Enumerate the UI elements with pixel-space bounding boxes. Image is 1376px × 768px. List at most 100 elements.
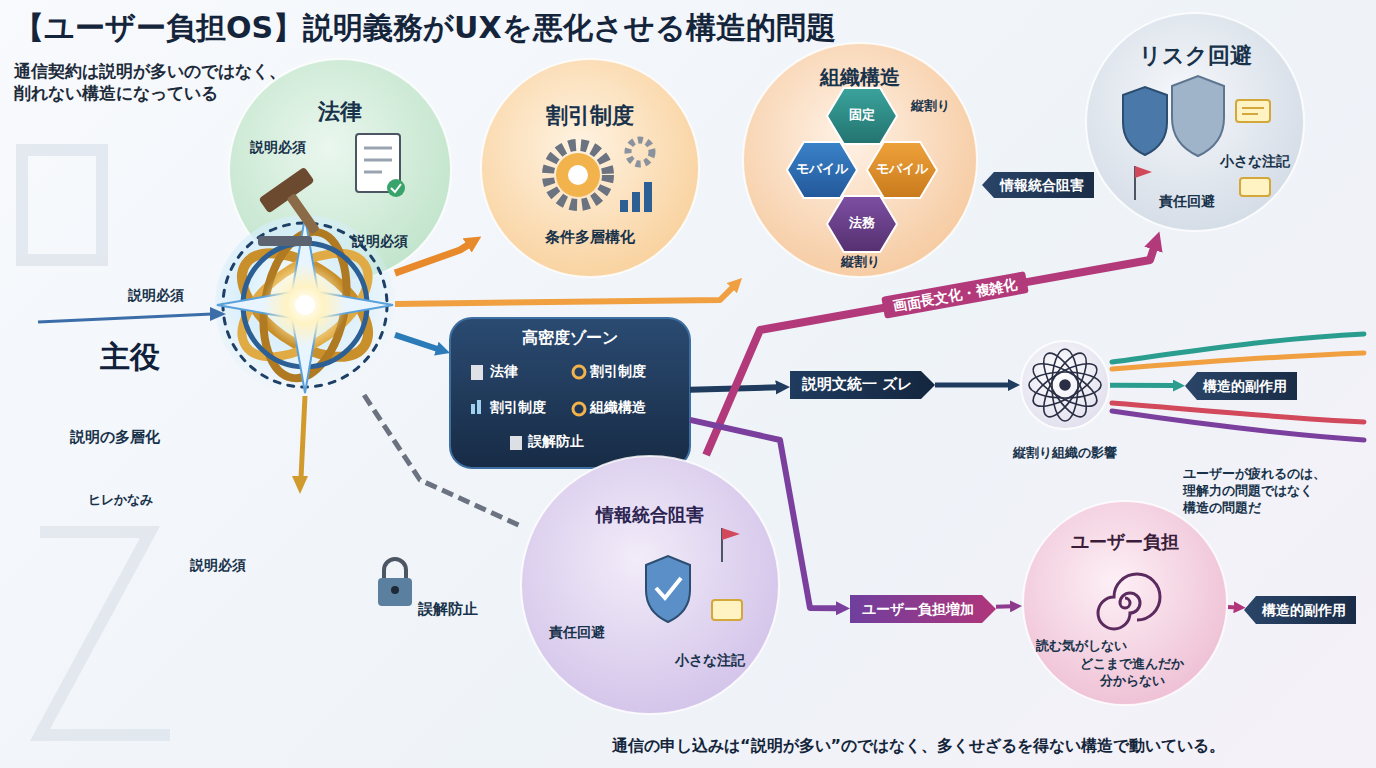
gear-icon bbox=[644, 182, 652, 212]
category-circle: リスク回避小さな注記責任回避 bbox=[1085, 12, 1305, 232]
node-heading: ユーザー負担 bbox=[1022, 530, 1228, 553]
note-icon bbox=[1242, 113, 1258, 115]
gear-icon bbox=[620, 200, 628, 212]
note-label: 通信契約は説明が多いのではなく、 削れない構造になっている bbox=[14, 60, 334, 104]
tangle-icon bbox=[1060, 380, 1070, 390]
node-heading: 縦割り組織の影響 bbox=[995, 445, 1135, 462]
tangle-node-shape bbox=[1020, 340, 1110, 430]
hexagon-outline bbox=[827, 88, 897, 144]
category-circle-outline bbox=[1023, 501, 1227, 705]
node-heading: ユーザー負担増加 bbox=[862, 600, 974, 618]
document-icon bbox=[387, 179, 405, 197]
node-text: 条件多層構化 bbox=[480, 228, 700, 248]
knot-illustration bbox=[263, 263, 347, 347]
node-heading: モバイル bbox=[867, 161, 937, 178]
node-text: 割引制度 bbox=[590, 362, 680, 380]
background-frame bbox=[40, 532, 170, 735]
note-label: ヒレかなみ bbox=[88, 492, 178, 509]
department-hexagon: 法務 bbox=[827, 196, 897, 252]
zone-outline bbox=[450, 318, 690, 468]
flow-arrow bbox=[395, 286, 734, 304]
knot-illustration bbox=[38, 217, 393, 494]
node-text: 縦割り bbox=[908, 98, 952, 115]
category-circle-outline bbox=[1086, 13, 1304, 231]
tag-outline bbox=[982, 172, 1094, 198]
department-hexagon: モバイル bbox=[867, 142, 937, 198]
node-heading: 割引制度 bbox=[480, 102, 700, 131]
document-icon bbox=[364, 147, 392, 150]
knot-illustration bbox=[295, 295, 315, 315]
tag-outline bbox=[1185, 372, 1297, 400]
flow-lines bbox=[1112, 403, 1364, 422]
category-circle: 割引制度条件多層構化 bbox=[480, 58, 700, 278]
node-text: 説明必須 bbox=[340, 232, 420, 250]
hexagon-outline bbox=[787, 142, 857, 198]
background-frame bbox=[22, 150, 102, 260]
caption-text: 通信の申し込みは“説明が多い”のではなく、多くせざるを得ない構造で動いている。 bbox=[612, 736, 1225, 757]
gear-icon bbox=[632, 192, 640, 212]
node-text: 割引制度 bbox=[490, 398, 570, 416]
node-heading: 法務 bbox=[827, 215, 897, 232]
dense-zone-band: 高密度ゾーン法律割引制度割引制度組織構造誤解防止 bbox=[450, 318, 690, 468]
note-icon bbox=[1240, 178, 1270, 196]
node-heading: 説明文統一 ズレ bbox=[802, 375, 912, 395]
note-label: 説明必須 bbox=[190, 556, 270, 574]
flow-arrow bbox=[1228, 605, 1236, 609]
category-circle-outline bbox=[481, 59, 699, 277]
node-heading: 構造的副作用 bbox=[1262, 601, 1346, 619]
node-heading: 主役 bbox=[95, 337, 165, 376]
lock-icon bbox=[378, 578, 412, 606]
node-text: 責任回避 bbox=[542, 623, 612, 641]
tag-arrow: 構造的副作用 bbox=[1244, 596, 1356, 624]
node-text: 縦割り bbox=[840, 254, 880, 271]
flow-lines bbox=[1112, 353, 1364, 369]
tag-arrow: 情報統合阻害 bbox=[982, 172, 1094, 198]
flow-arrow bbox=[706, 246, 1155, 455]
node-heading: 法律 bbox=[228, 98, 452, 127]
note-label: 誤解防止 bbox=[418, 600, 498, 620]
shield-icon bbox=[646, 556, 690, 622]
band-outline bbox=[850, 595, 996, 623]
node-heading: リスク回避 bbox=[1085, 42, 1305, 71]
tangle-node-outline bbox=[1021, 341, 1109, 429]
note-label: 説明必須 bbox=[128, 286, 198, 304]
category-circle-shape bbox=[228, 58, 452, 282]
flow-band: ユーザー負担増加 bbox=[850, 595, 996, 623]
shield-icon bbox=[656, 578, 681, 598]
shield-icon bbox=[712, 600, 742, 620]
node-text: 法律 bbox=[490, 362, 570, 380]
note-label: 説明の多層化 bbox=[70, 428, 180, 448]
gear-icon bbox=[568, 165, 588, 185]
flow-arrow bbox=[996, 604, 1012, 609]
node-text: 誤解防止 bbox=[528, 432, 618, 450]
title-text: 【ユーザー負担OS】説明義務がUXを悪化させる構造的問題 bbox=[14, 8, 836, 47]
flow-arrow bbox=[395, 335, 439, 350]
category-circle: ユーザー負担読む気がしないどこまで進んだか分からない bbox=[1022, 500, 1228, 706]
zone-icons bbox=[477, 400, 481, 414]
flow-arrow bbox=[935, 383, 1010, 388]
category-circle-shape bbox=[520, 455, 780, 715]
edge-label: 画面長文化・複雑化 bbox=[881, 271, 1029, 319]
zone-icons bbox=[510, 436, 522, 450]
tangle-node: 縦割り組織の影響 bbox=[1020, 340, 1110, 430]
knot-illustration bbox=[292, 476, 308, 494]
zone-icons bbox=[471, 365, 483, 380]
tag-outline bbox=[1244, 596, 1356, 624]
node-text: 説明必須 bbox=[238, 138, 318, 156]
gear-icon bbox=[556, 153, 600, 197]
category-circle-outline bbox=[521, 456, 779, 714]
category-circle-outline bbox=[743, 43, 977, 277]
band-outline bbox=[790, 371, 935, 399]
knot-illustration bbox=[38, 314, 212, 322]
node-heading: 情報統合阻害 bbox=[520, 503, 780, 526]
hexagon-outline bbox=[867, 142, 937, 198]
node-text: 小さな注記 bbox=[670, 651, 750, 669]
node-heading: 高密度ゾーン bbox=[450, 328, 690, 349]
document-icon bbox=[364, 171, 382, 174]
shield-icon bbox=[1123, 87, 1167, 155]
document-icon bbox=[391, 184, 401, 192]
document-icon bbox=[364, 159, 392, 162]
department-hexagon: モバイル bbox=[787, 142, 857, 198]
zone-icons bbox=[471, 404, 475, 414]
